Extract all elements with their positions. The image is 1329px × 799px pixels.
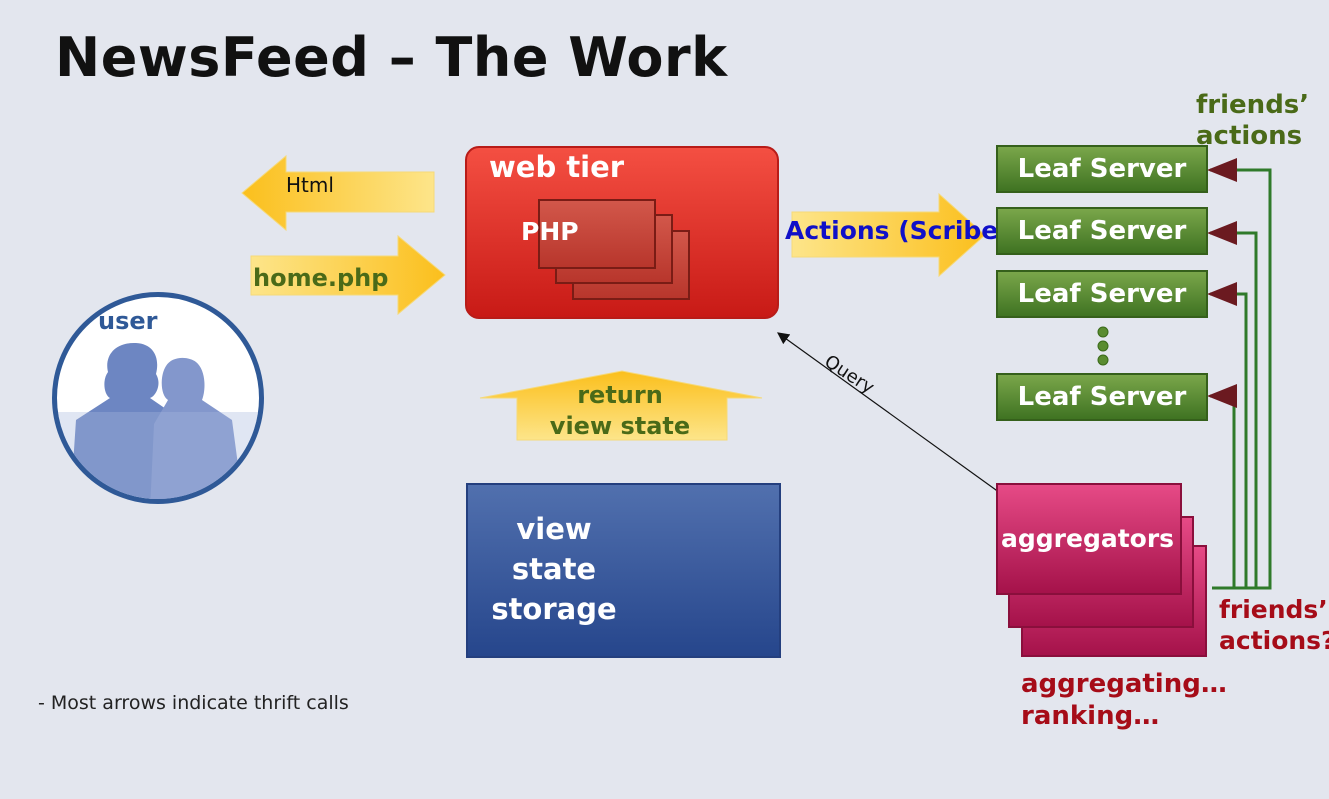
leaf-server-1: Leaf Server bbox=[996, 145, 1208, 193]
storage-line-3: storage bbox=[491, 592, 617, 626]
aggregators-label: aggregators bbox=[1001, 524, 1175, 553]
user-label: user bbox=[98, 307, 158, 335]
home-php-arrow-label: home.php bbox=[253, 264, 389, 292]
ellipsis-dot bbox=[1097, 326, 1109, 338]
storage-line-1: view bbox=[516, 512, 592, 546]
leaf-server-3: Leaf Server bbox=[996, 270, 1208, 318]
home-php-arrow bbox=[250, 234, 446, 316]
html-arrow-label: Html bbox=[286, 173, 334, 197]
return-line-1: return bbox=[577, 381, 663, 409]
query-arrow bbox=[777, 332, 1009, 502]
leaf-server-4: Leaf Server bbox=[996, 373, 1208, 421]
user-avatar-ring bbox=[52, 292, 264, 504]
footnote: - Most arrows indicate thrift calls bbox=[38, 692, 349, 714]
friends-actions-bottom-line-2: actions? bbox=[1219, 626, 1329, 655]
html-arrow bbox=[241, 154, 435, 232]
return-arrow-label: return view state bbox=[480, 380, 760, 442]
return-arrow bbox=[479, 370, 763, 441]
storage-line-2: state bbox=[511, 552, 597, 586]
friends-actions-top-line-2: actions bbox=[1196, 121, 1303, 151]
aggregating-ranking: aggregating… ranking… bbox=[1021, 668, 1227, 732]
web-tier-label: web tier bbox=[489, 150, 625, 184]
php-card-front bbox=[538, 199, 656, 269]
friends-actions-top-line-1: friends’ bbox=[1196, 90, 1310, 120]
friends-actions-top: friends’ actions bbox=[1196, 90, 1309, 152]
return-line-2: view state bbox=[549, 412, 691, 440]
leaf-feedback-lines bbox=[1207, 158, 1272, 590]
leaf-server-2: Leaf Server bbox=[996, 207, 1208, 255]
actions-arrow bbox=[791, 192, 986, 278]
page-title: NewsFeed – The Work bbox=[55, 26, 728, 89]
friends-actions-bottom-line-1: friends’ bbox=[1219, 595, 1328, 624]
friends-actions-bottom: friends’ actions? bbox=[1219, 594, 1329, 656]
ranking-line: ranking… bbox=[1021, 701, 1160, 731]
view-state-storage-box bbox=[466, 483, 781, 658]
aggregator-card-front bbox=[996, 483, 1182, 595]
actions-arrow-label: Actions (Scribe) bbox=[785, 216, 1010, 245]
php-label: PHP bbox=[521, 217, 579, 246]
ellipsis-dot bbox=[1097, 354, 1109, 366]
ellipsis-dot bbox=[1097, 340, 1109, 352]
aggregating-line: aggregating… bbox=[1021, 669, 1227, 699]
